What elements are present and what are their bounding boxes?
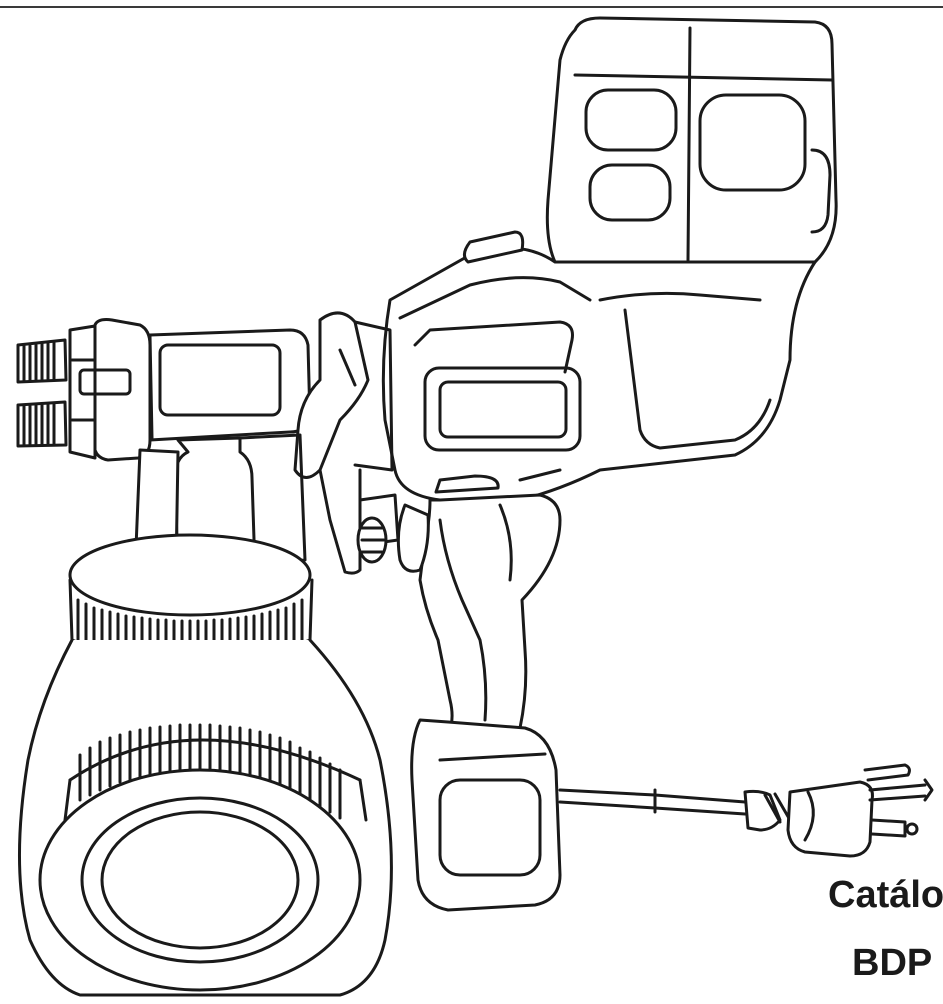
main-body (383, 232, 815, 500)
nozzle-assembly (18, 320, 310, 460)
paint-container (19, 435, 391, 995)
trigger (398, 505, 428, 571)
motor-housing (547, 18, 836, 262)
handle-base (412, 720, 560, 910)
catalog-caption-line-2: BDP (852, 942, 933, 984)
catalog-caption-line-1: Catálo (828, 874, 943, 916)
coupler (295, 313, 398, 573)
top-rule (0, 6, 943, 8)
power-cord (560, 765, 932, 856)
handle (420, 495, 560, 735)
